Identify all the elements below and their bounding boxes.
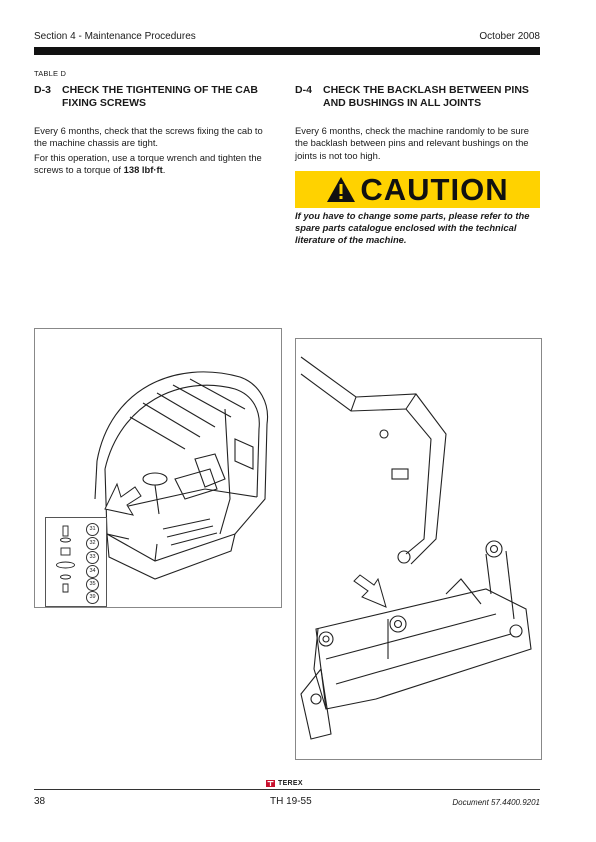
caution-word: CAUTION bbox=[360, 171, 509, 207]
caution-note: If you have to change some parts, please… bbox=[295, 210, 540, 247]
callout-35: 35 bbox=[86, 578, 99, 591]
document-number: Document 57.4400.9201 bbox=[452, 798, 540, 807]
callout-34: 34 bbox=[86, 565, 99, 578]
d4-number: D-4 bbox=[295, 84, 312, 96]
callout-inset: 31 32 33 34 35 39 bbox=[45, 517, 107, 607]
callout-33: 33 bbox=[86, 551, 99, 564]
terex-logo: TEREX bbox=[263, 780, 306, 787]
terex-mark-icon bbox=[266, 780, 275, 787]
boom-illustration bbox=[300, 356, 532, 740]
d3-p1-line1: Every 6 months, check that the screws fi… bbox=[34, 125, 263, 136]
page-number: 38 bbox=[34, 796, 46, 807]
header-date: October 2008 bbox=[479, 31, 540, 42]
header-section-title: Section 4 - Maintenance Procedures bbox=[34, 31, 196, 42]
d4-paragraph: Every 6 months, check the machine random… bbox=[295, 125, 541, 162]
d3-p2-line1: For this operation, use a torque wrench … bbox=[34, 152, 262, 163]
d4-p-line1: Every 6 months, check the machine random… bbox=[295, 125, 529, 136]
cab-illustration bbox=[94, 371, 269, 580]
d3-title-text: CHECK THE TIGHTENING OF THE CAB bbox=[62, 84, 258, 96]
table-label: TABLE D bbox=[34, 69, 67, 78]
callout-31: 31 bbox=[86, 523, 99, 536]
d3-number: D-3 bbox=[34, 84, 51, 96]
brand-name: TEREX bbox=[278, 780, 303, 787]
boom-figure bbox=[295, 338, 542, 760]
screw-stack-illustration bbox=[56, 525, 75, 593]
d3-paragraph-1: Every 6 months, check that the screws fi… bbox=[34, 125, 280, 150]
d3-p1-line2: the machine chassis are tight. bbox=[34, 137, 159, 149]
callout-39: 39 bbox=[86, 591, 99, 604]
d4-title-line1: CHECK THE BACKLASH BETWEEN PINS bbox=[323, 84, 529, 96]
torque-value: 138 lbf·ft bbox=[123, 164, 163, 176]
d3-title: CHECK THE TIGHTENING OF THE CAB FIXING S… bbox=[62, 84, 278, 110]
d4-title: CHECK THE BACKLASH BETWEEN PINS AND BUSH… bbox=[323, 84, 540, 110]
caution-line2: spare parts catalogue enclosed with the … bbox=[295, 222, 517, 234]
d3-title-line2: FIXING SCREWS bbox=[62, 97, 147, 109]
caution-line3: literature of the machine. bbox=[295, 234, 407, 246]
header-rule bbox=[34, 47, 540, 55]
d4-p-line3: joints is not too high. bbox=[295, 149, 381, 161]
d4-title-line2: AND BUSHINGS IN ALL JOINTS bbox=[323, 97, 482, 109]
caution-line1: If you have to change some parts, please… bbox=[295, 210, 530, 221]
cab-arrow-icon bbox=[104, 482, 142, 516]
d3-title-line1: CHECK THE TIGHTENING OF THE CAB bbox=[62, 84, 278, 97]
d3-paragraph-2: For this operation, use a torque wrench … bbox=[34, 152, 280, 177]
model-name: TH 19-55 bbox=[270, 796, 312, 807]
d4-p-line2: the backlash between pins and relevant b… bbox=[295, 137, 529, 149]
d3-p2-prefix: screws to a torque of bbox=[34, 164, 124, 176]
callout-32: 32 bbox=[86, 537, 99, 550]
footer-rule bbox=[34, 789, 540, 790]
warning-triangle-icon bbox=[327, 177, 356, 202]
d3-p2-suffix: . bbox=[162, 164, 166, 176]
caution-banner: CAUTION bbox=[295, 171, 540, 208]
d3-p2-line2: screws to a torque of 138 lbf·ft. bbox=[34, 164, 280, 176]
boom-arrow-icon bbox=[353, 574, 387, 608]
cab-figure: 31 32 33 34 35 39 bbox=[34, 328, 282, 608]
